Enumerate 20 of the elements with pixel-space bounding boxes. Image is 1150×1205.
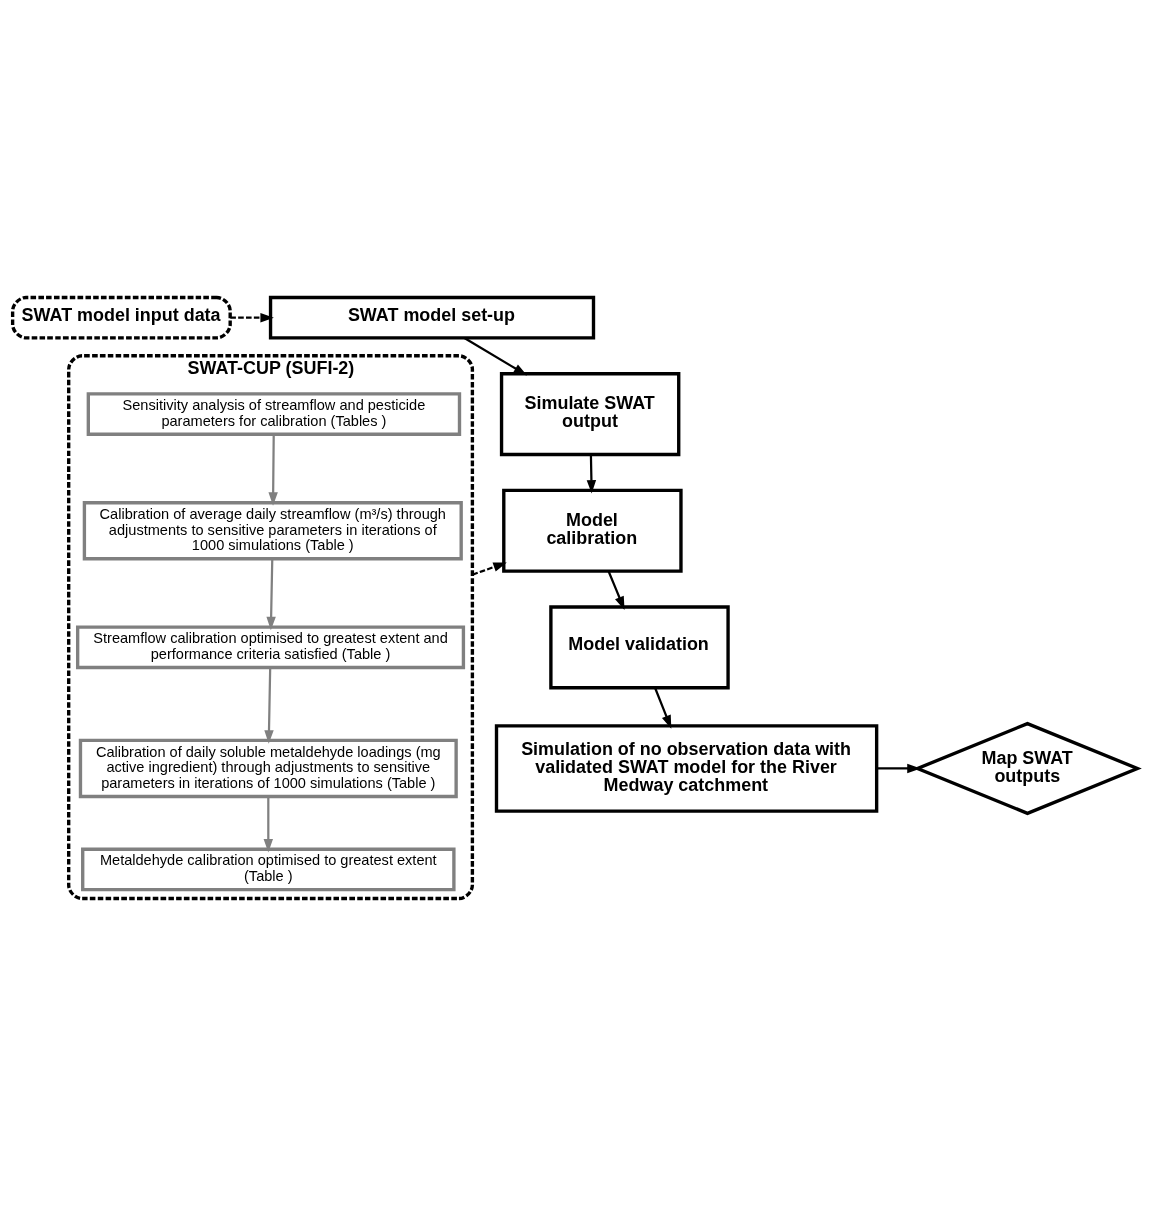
node-box: Calibration of average daily streamflow (m³/s) through adjustments to sensitive parameters in iterations of 1000 simulations (Table ) [82,501,463,561]
arrow [654,687,672,729]
arrow [472,562,507,576]
node-box: Metaldehyde calibration optimised to greatest extent (Table ) [81,847,456,892]
node-box: Sensitivity analysis of streamflow and pesticide parameters for calibration (Tables ) [86,392,462,436]
node-box: SWAT model input data [10,295,232,340]
arrow [586,454,597,494]
node-box: Streamflow calibration optimised to greatest extent and performance criteria satisfied (Table ) [76,625,466,670]
arrow [266,558,276,631]
node-box: Model validation [549,605,730,690]
node-box: Model calibration [502,488,683,573]
arrow [607,570,625,610]
node-box: Calibration of daily soluble metaldehyde loadings (mg active ingredient) through adjustments to sensitive parameters in iterations of 1000 simulations (Table ) [78,738,458,799]
arrow [264,667,274,744]
arrow [230,312,274,323]
node-box: Simulation of no observation data with validated SWAT model for the River Medway catchment [494,724,879,813]
node-box: Simulate SWAT output [499,372,681,457]
arrow [268,434,278,506]
arrow [263,796,273,853]
node-box: SWAT model set-up [268,295,596,340]
